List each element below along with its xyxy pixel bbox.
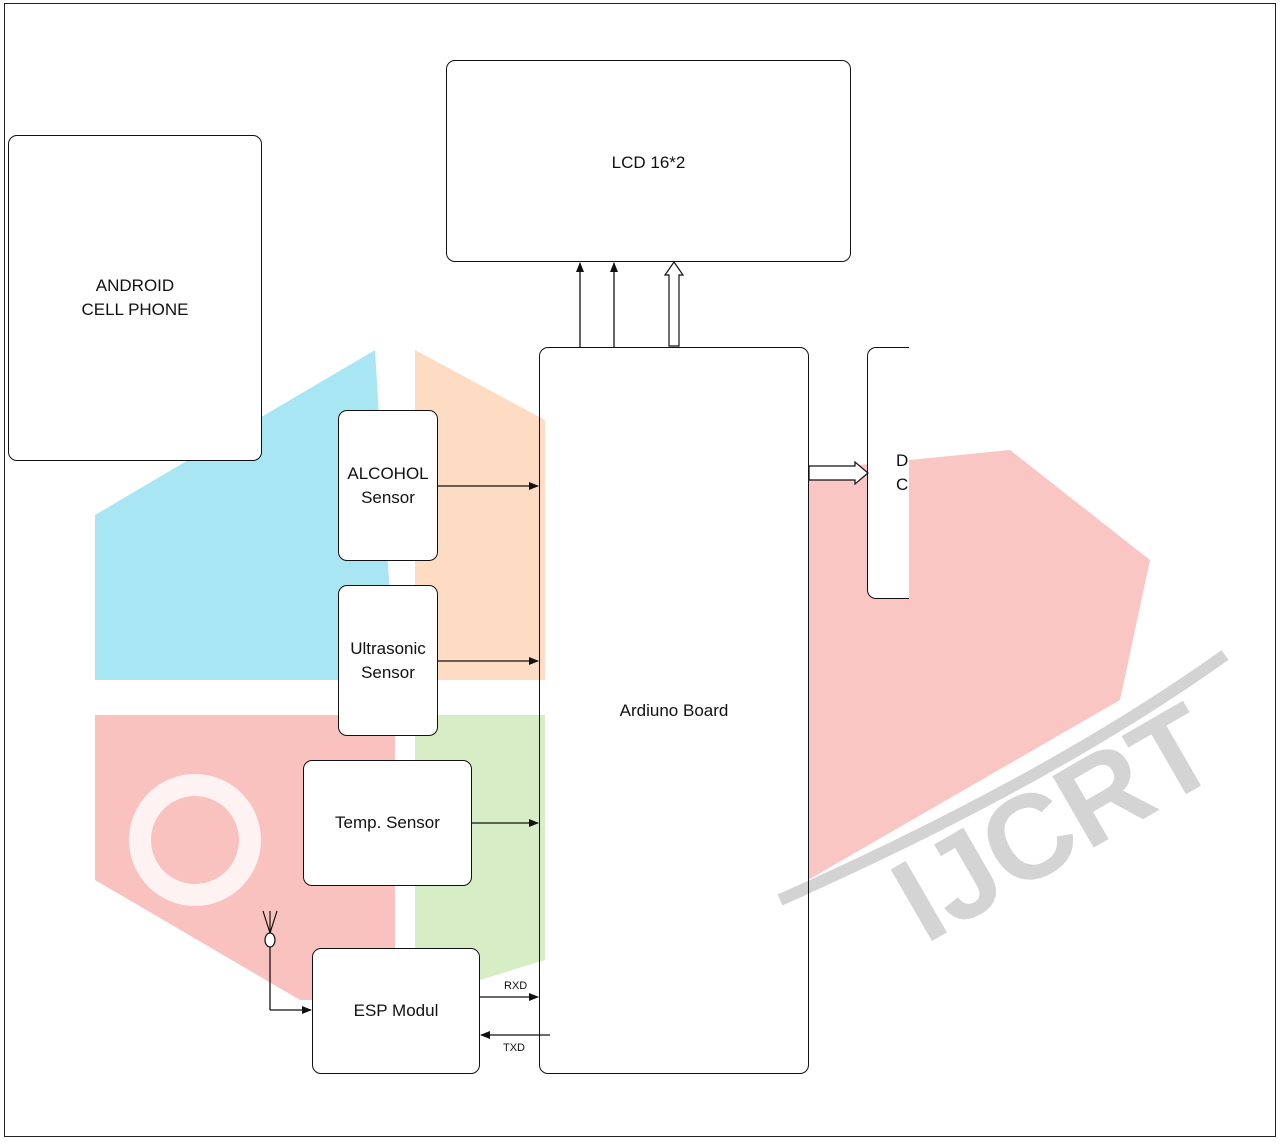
- arduino-to-dc-bus-arrow: [809, 462, 868, 484]
- txd-label: TXD: [503, 1042, 525, 1054]
- antenna-icon: [263, 911, 311, 1010]
- arduino-to-lcd-bus-arrow: [665, 262, 683, 346]
- rxd-label: RXD: [504, 980, 527, 992]
